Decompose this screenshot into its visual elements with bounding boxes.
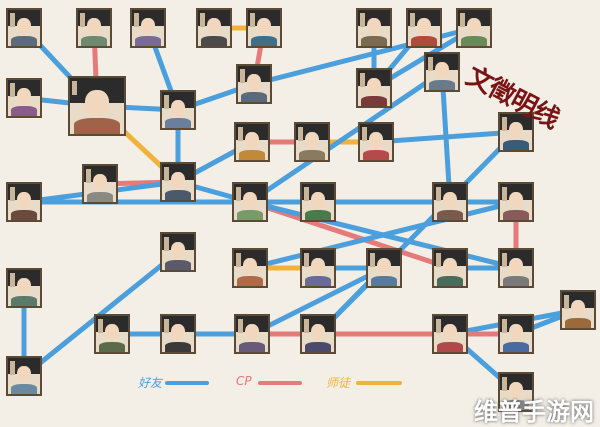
- character-portrait[interactable]: [498, 182, 534, 222]
- character-portrait[interactable]: [424, 52, 460, 92]
- character-portrait[interactable]: [406, 8, 442, 48]
- character-portrait[interactable]: [68, 76, 126, 136]
- legend-line-friend: [165, 381, 209, 385]
- character-portrait[interactable]: [76, 8, 112, 48]
- character-portrait[interactable]: [160, 90, 196, 130]
- character-portrait[interactable]: [130, 8, 166, 48]
- character-portrait[interactable]: [356, 8, 392, 48]
- character-portrait[interactable]: [294, 122, 330, 162]
- character-portrait[interactable]: [366, 248, 402, 288]
- legend-line-cp: [258, 381, 302, 385]
- character-portrait[interactable]: [300, 182, 336, 222]
- character-portrait[interactable]: [6, 268, 42, 308]
- character-portrait[interactable]: [160, 314, 196, 354]
- legend-label-cp: CP: [236, 374, 252, 388]
- legend-label-teacher: 师徒: [326, 376, 351, 390]
- relation-line-friend: [315, 129, 519, 337]
- character-portrait[interactable]: [432, 182, 468, 222]
- relation-line-friend: [249, 265, 387, 337]
- character-portrait[interactable]: [246, 8, 282, 48]
- relation-line-friend: [247, 69, 445, 205]
- character-portrait[interactable]: [82, 164, 118, 204]
- character-portrait[interactable]: [234, 122, 270, 162]
- character-portrait[interactable]: [560, 290, 596, 330]
- character-portrait[interactable]: [160, 162, 196, 202]
- character-portrait[interactable]: [6, 182, 42, 222]
- watermark: 维普手游网: [474, 398, 594, 426]
- character-portrait[interactable]: [300, 314, 336, 354]
- character-portrait[interactable]: [498, 248, 534, 288]
- character-portrait[interactable]: [456, 8, 492, 48]
- character-portrait[interactable]: [498, 372, 534, 412]
- character-portrait[interactable]: [432, 314, 468, 354]
- character-portrait[interactable]: [356, 68, 392, 108]
- character-portrait[interactable]: [94, 314, 130, 354]
- character-portrait[interactable]: [300, 248, 336, 288]
- character-portrait[interactable]: [232, 248, 268, 288]
- character-portrait[interactable]: [160, 232, 196, 272]
- legend-label-friend: 好友: [138, 376, 163, 390]
- character-portrait[interactable]: [234, 314, 270, 354]
- relation-line-cp: [247, 199, 453, 271]
- character-portrait[interactable]: [232, 182, 268, 222]
- character-portrait[interactable]: [358, 122, 394, 162]
- character-portrait[interactable]: [432, 248, 468, 288]
- character-portrait[interactable]: [6, 8, 42, 48]
- character-portrait[interactable]: [196, 8, 232, 48]
- relation-line-friend: [439, 69, 453, 205]
- character-portrait[interactable]: [6, 78, 42, 118]
- character-portrait[interactable]: [498, 314, 534, 354]
- character-portrait[interactable]: [236, 64, 272, 104]
- legend-line-teacher: [356, 381, 402, 385]
- character-portrait[interactable]: [498, 112, 534, 152]
- relation-line-friend: [247, 199, 519, 271]
- character-portrait[interactable]: [6, 356, 42, 396]
